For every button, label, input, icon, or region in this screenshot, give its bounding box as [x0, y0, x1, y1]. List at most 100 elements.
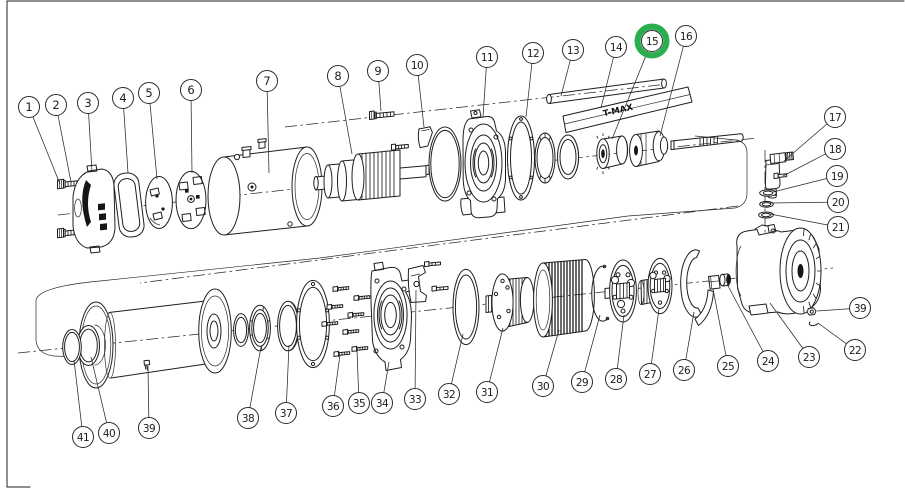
callout-18: 18 [782, 138, 846, 177]
callout-35: 35 [348, 349, 370, 414]
leader-line-25 [712, 288, 727, 356]
coupling-gear-highlighted-part [596, 133, 629, 175]
logo-cover-bar: T-MAX [562, 86, 693, 133]
callout-number-30: 30 [537, 381, 549, 393]
callout-40: 40 [90, 356, 120, 444]
leader-line-21 [769, 213, 828, 226]
callout-circle-2 [45, 94, 67, 116]
callout-number-39: 39 [854, 303, 866, 315]
drum-bearing-38 [249, 304, 271, 352]
callout-number-2: 2 [52, 98, 59, 112]
callout-number-31: 31 [481, 387, 493, 399]
callout-21: 21 [769, 213, 849, 238]
callout-16: 16 [659, 25, 697, 137]
callout-circle-29 [571, 371, 593, 393]
ring-gear [533, 259, 595, 338]
callout-circle-15 [641, 30, 663, 52]
leader-line-6 [190, 100, 193, 174]
callout-number-22: 22 [849, 345, 861, 357]
callout-9: 9 [367, 60, 389, 112]
leader-line-27 [651, 308, 660, 364]
leader-line-28 [616, 314, 625, 369]
leader-line-15 [611, 50, 649, 140]
callout-circle-4 [112, 87, 134, 109]
callout-1: 1 [18, 96, 61, 185]
leader-line-35 [356, 349, 359, 393]
callout-circle-16 [675, 25, 697, 47]
clutch-housing [735, 224, 822, 316]
callout-number-4: 4 [119, 91, 126, 105]
leader-line-4 [123, 108, 129, 174]
callout-number-3: 3 [84, 96, 91, 110]
leader-line-33 [414, 289, 417, 389]
bolt [351, 345, 369, 352]
callout-23: 23 [769, 302, 820, 368]
breather-screw [773, 172, 788, 179]
drum-seal-ring-41 [62, 329, 82, 365]
callout-circle-8 [327, 65, 349, 87]
callout-7: 7 [256, 70, 278, 174]
highlight-ring [634, 23, 670, 59]
callout-19: 19 [772, 165, 848, 193]
callout-24: 24 [726, 283, 779, 372]
callout-circle-30 [532, 375, 554, 397]
callout-circle-27 [639, 363, 661, 385]
leader-line-20 [769, 201, 828, 204]
callout-number-5: 5 [145, 86, 152, 100]
callout-number-10: 10 [411, 60, 423, 72]
callout-number-6: 6 [187, 83, 194, 97]
leader-line-40 [90, 356, 107, 423]
brake-block [708, 274, 721, 290]
callout-number-34: 34 [376, 398, 389, 410]
large-o-ring [428, 126, 462, 202]
callout-36: 36 [322, 354, 344, 417]
callout-number-9: 9 [374, 64, 381, 78]
callout-circle-41 [72, 426, 94, 448]
callout-number-28: 28 [610, 374, 622, 386]
callout-3: 3 [77, 92, 99, 173]
callout-circle-37 [275, 402, 297, 424]
callout-circle-24 [757, 350, 779, 372]
callout-circle-9 [367, 60, 389, 82]
drive-end-housing [460, 109, 506, 219]
bolt [347, 311, 365, 318]
callout-number-27: 27 [644, 369, 656, 381]
callout-27: 27 [639, 308, 661, 385]
callout-circle-5 [138, 82, 160, 104]
housing-gasket [507, 115, 535, 201]
snap-ring [591, 264, 610, 322]
retainer-ring [557, 134, 580, 180]
leader-line-17 [783, 123, 828, 162]
callout-number-7: 7 [263, 74, 270, 88]
callout-number-36: 36 [327, 401, 340, 413]
brake-band [680, 249, 714, 326]
callout-circle-26 [673, 359, 695, 381]
callout-circle-31 [476, 381, 498, 403]
callout-number-37: 37 [280, 408, 292, 420]
callout-30: 30 [532, 329, 560, 397]
callout-13: 13 [560, 39, 584, 97]
leader-line-34 [383, 361, 390, 393]
bolt [321, 320, 339, 327]
leader-line-9 [378, 81, 382, 112]
mount-centerline [139, 205, 739, 284]
callout-number-33: 33 [409, 394, 421, 406]
callout-number-38: 38 [242, 413, 254, 425]
callout-circle-23 [798, 346, 820, 368]
callout-circle-17 [824, 106, 846, 128]
callout-number-18: 18 [829, 144, 841, 156]
callout-6: 6 [180, 79, 202, 174]
callout-circle-12 [522, 42, 544, 64]
callout-33: 33 [404, 289, 426, 410]
callout-number-40: 40 [103, 428, 115, 440]
leader-line-7 [266, 91, 270, 174]
callout-number-17: 17 [829, 112, 841, 124]
leader-line-39 [147, 365, 150, 418]
callout-circle-3 [77, 92, 99, 114]
bolt-cluster [321, 285, 371, 357]
leader-line-16 [659, 46, 684, 137]
callout-17: 17 [783, 106, 846, 162]
callout-31: 31 [476, 327, 504, 403]
callout-number-35: 35 [353, 398, 365, 410]
